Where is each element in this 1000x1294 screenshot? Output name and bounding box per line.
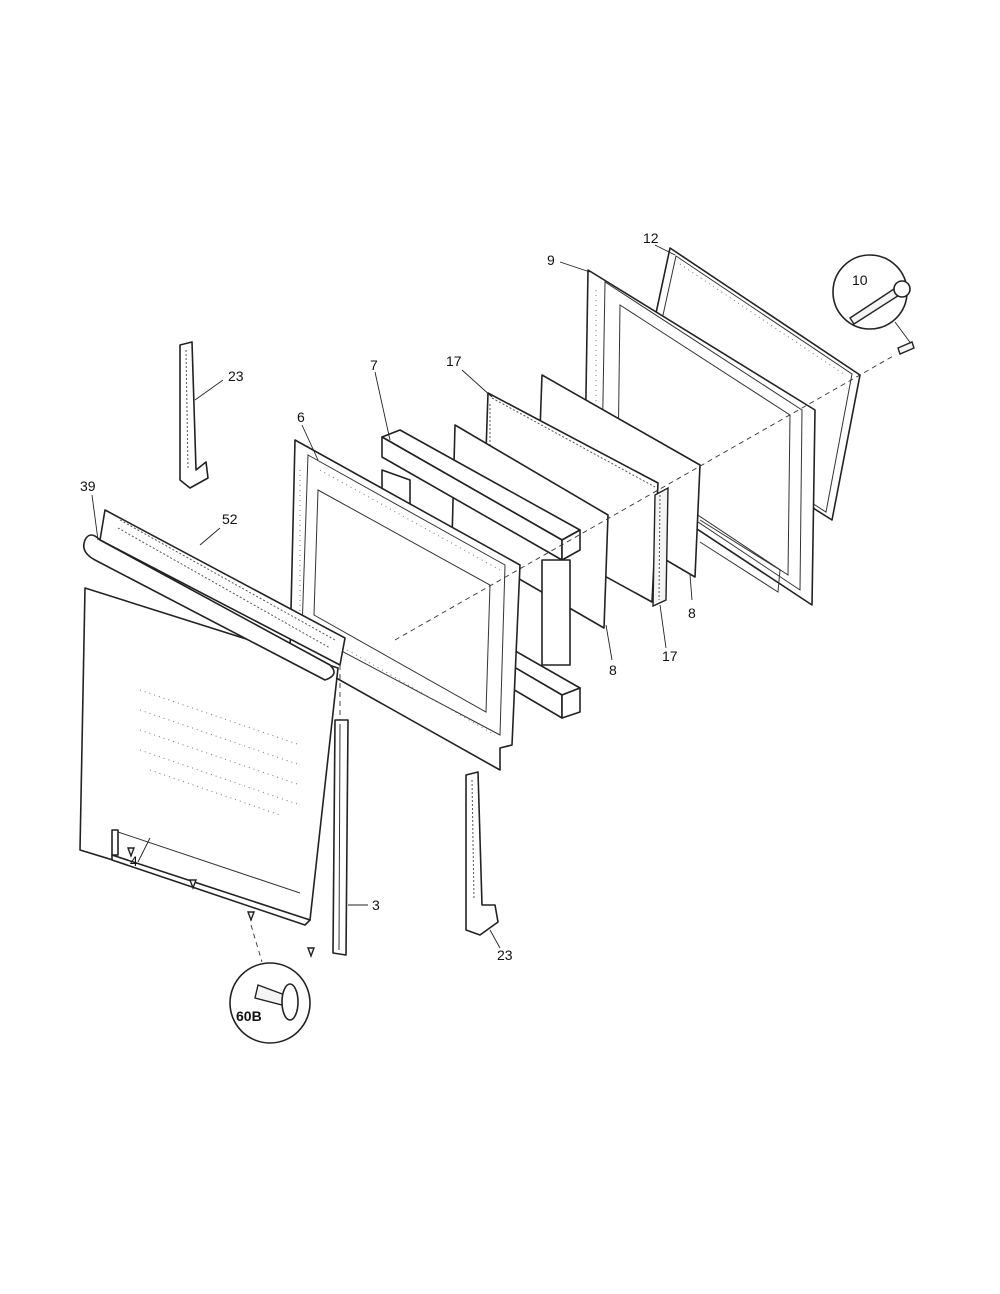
callout-23-top: 23	[228, 368, 244, 384]
callout-3: 3	[372, 897, 380, 913]
callout-4: 4	[130, 853, 138, 869]
callout-12: 12	[643, 230, 659, 246]
leader-lines	[91, 244, 693, 949]
door-screws	[126, 847, 316, 958]
callout-8-mid: 8	[609, 662, 617, 678]
callout-6: 6	[297, 409, 305, 425]
callout-7: 7	[370, 357, 378, 373]
callout-labels: 12 9 10 23 7 17 6 39 52 8 8 17 4 3 23 60…	[80, 230, 868, 1024]
callout-17-bottom: 17	[662, 648, 678, 664]
callout-60b: 60B	[236, 1008, 262, 1024]
part-23-hinge-bottom	[465, 771, 499, 936]
callout-52: 52	[222, 511, 238, 527]
callout-8-right: 8	[688, 605, 696, 621]
part-17-side-strip	[652, 486, 669, 608]
callout-9: 9	[547, 252, 555, 268]
part-10-screw-detail	[832, 254, 915, 355]
part-9-inner-panel	[584, 269, 816, 606]
callout-10: 10	[852, 272, 868, 288]
callout-23-bottom: 23	[497, 947, 513, 963]
part-23-hinge-top	[179, 341, 209, 489]
part-60b-screw-detail	[229, 962, 311, 1044]
alignment-lines	[250, 354, 896, 963]
callout-17-top: 17	[446, 353, 462, 369]
callout-39: 39	[80, 478, 96, 494]
part-3-side-trim	[332, 719, 349, 956]
part-4-outer-door	[79, 587, 339, 926]
